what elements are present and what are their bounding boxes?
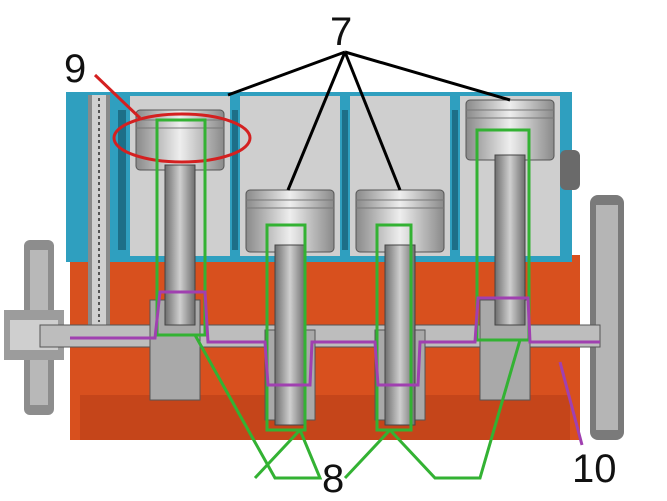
callout-piston-pin: 9: [64, 47, 252, 164]
callout-connecting-rods: [155, 118, 531, 480]
piston-pin-highlight: [112, 112, 252, 164]
connecting-rod: [274, 244, 306, 426]
water-passage: [118, 110, 126, 250]
water-passage: [232, 110, 238, 250]
crankshaft-outline: [70, 290, 600, 387]
rod-highlight-4: [475, 128, 531, 342]
rod-highlight-3: [375, 223, 413, 432]
piston-assembly-1: [135, 109, 225, 326]
rod-highlight-2: [265, 223, 307, 432]
callout-crankshaft: [70, 290, 600, 446]
water-passage: [342, 110, 348, 250]
label-pistons: 7: [330, 10, 352, 54]
rod-highlight-1: [155, 118, 207, 337]
callout-pistons: 7: [227, 10, 511, 191]
flywheel: [560, 150, 624, 440]
crank-pulley: [4, 240, 64, 415]
label-piston-pin: 9: [64, 47, 86, 91]
piston: [355, 189, 445, 253]
label-crankshaft: 10: [572, 447, 617, 491]
oil-pan: [80, 395, 570, 440]
timing-chain: [88, 95, 110, 325]
piston: [245, 189, 335, 253]
water-passage: [452, 110, 458, 250]
label-connecting-rods: 8: [322, 457, 344, 501]
connecting-rod: [164, 164, 196, 326]
